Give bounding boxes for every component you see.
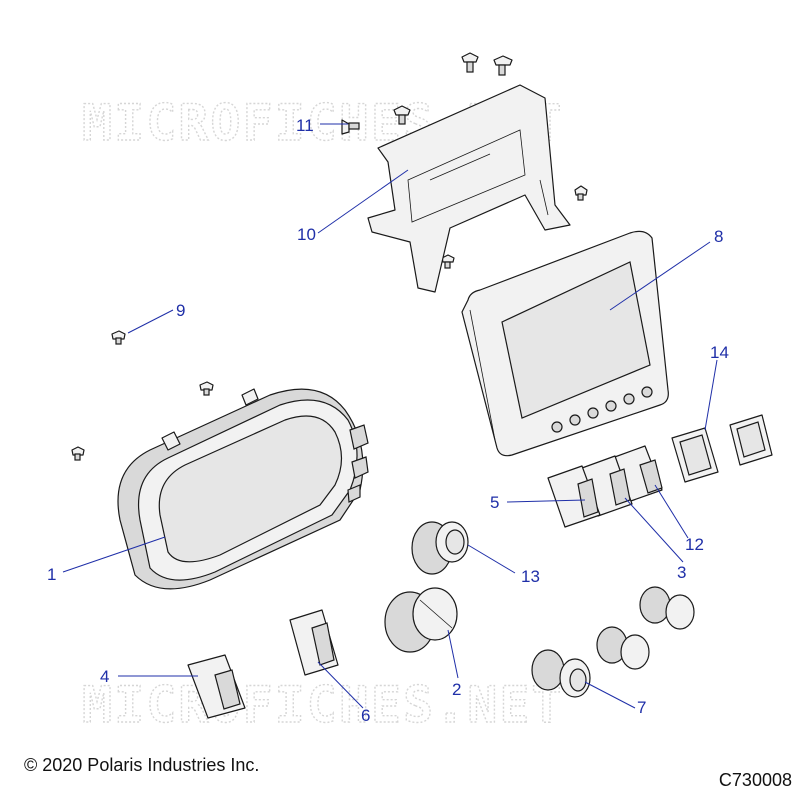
- display-unit: [461, 230, 669, 457]
- switch-bezel-14: [671, 414, 773, 483]
- power-socket-2: [384, 587, 458, 653]
- screw-9: [111, 330, 126, 345]
- screw-bracket-right: [574, 185, 588, 201]
- instrument-cluster: [117, 388, 369, 590]
- diagram-id: C730008: [718, 770, 792, 790]
- accessory-socket-7: [531, 649, 591, 698]
- callout-8: 8: [714, 227, 723, 246]
- screw-top-left: [461, 52, 479, 73]
- power-socket-13: [411, 521, 469, 575]
- callout-10: 10: [297, 225, 316, 244]
- callout-11: 11: [296, 116, 314, 135]
- mounting-bracket: [367, 84, 571, 293]
- accessory-socket-right: [639, 586, 695, 630]
- rocker-switch-4: [187, 654, 246, 719]
- callout-5: 5: [490, 493, 499, 512]
- screw-bracket-upper: [393, 105, 411, 125]
- callout-14: 14: [710, 343, 729, 362]
- screw-cluster-left: [71, 446, 85, 461]
- screw-top-right: [493, 55, 513, 76]
- callout-2: 2: [452, 680, 461, 699]
- screw-cluster-top: [199, 381, 214, 396]
- copyright-notice: © 2020 Polaris Industries Inc.: [24, 755, 260, 775]
- callout-3: 3: [677, 563, 686, 582]
- accessory-socket-middle: [596, 626, 650, 670]
- callout-1: 1: [47, 565, 56, 584]
- rocker-switch-6: [289, 609, 339, 676]
- callout-12: 12: [685, 535, 704, 554]
- rocker-switch-5: [547, 465, 601, 528]
- callout-9: 9: [176, 301, 185, 320]
- callout-13: 13: [521, 567, 540, 586]
- watermark-bottom: MICROFICHES.NET: [82, 676, 564, 734]
- callout-7: 7: [637, 698, 646, 717]
- callout-4: 4: [100, 667, 109, 686]
- screw-bracket-lower: [441, 254, 455, 269]
- leader-lines: [62, 123, 718, 709]
- display-buttons: [551, 386, 653, 433]
- callout-6: 6: [361, 706, 370, 725]
